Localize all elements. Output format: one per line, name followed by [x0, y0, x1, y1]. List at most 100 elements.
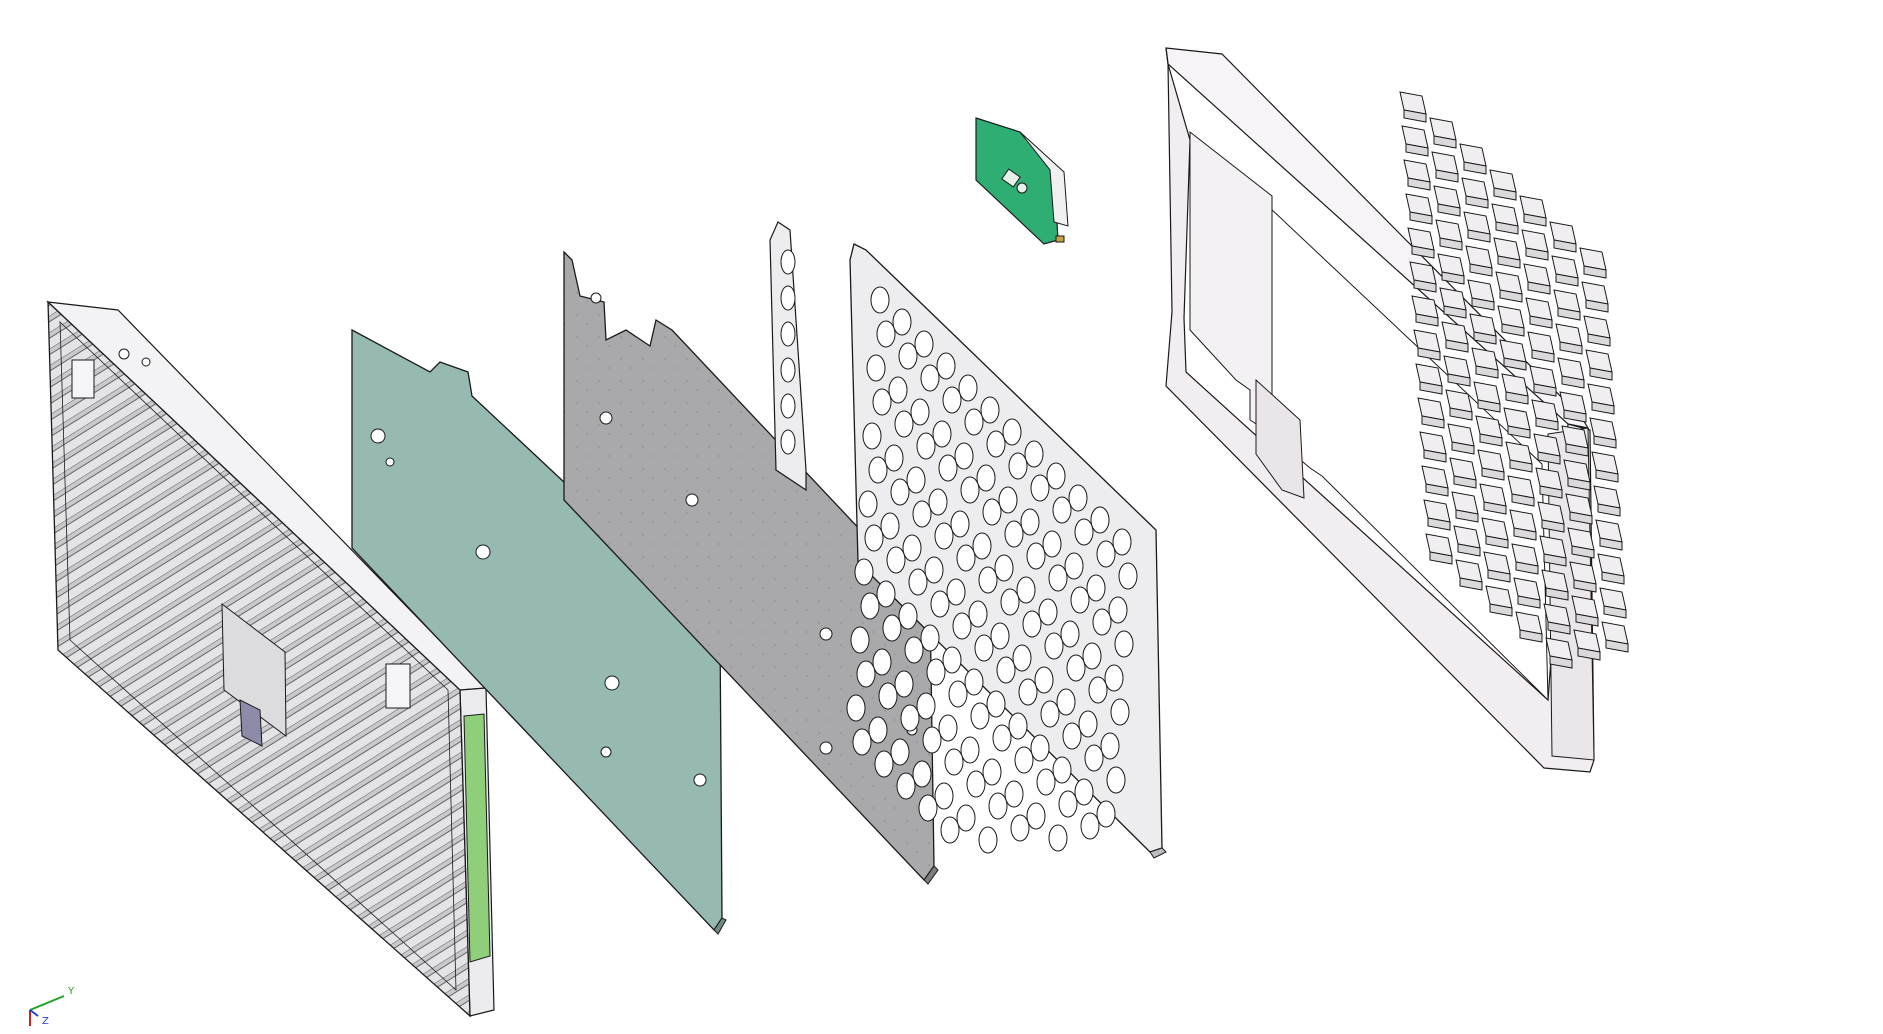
switch-cutout: [1074, 778, 1094, 806]
switch-cutout: [1044, 632, 1064, 660]
switch-cutout: [906, 466, 926, 494]
switch-cutout: [854, 558, 874, 586]
keycap: [1437, 253, 1465, 285]
keycap: [1563, 459, 1591, 491]
keycap: [1549, 221, 1577, 253]
switch-cutout: [780, 357, 796, 383]
daughterboard[interactable]: [975, 117, 1069, 245]
switch-cutout: [1040, 700, 1060, 728]
switch-cutout: [994, 554, 1014, 582]
switch-cutout: [1038, 598, 1058, 626]
keycap: [1491, 203, 1519, 235]
switch-cutout: [936, 352, 956, 380]
switch-cutout: [918, 794, 938, 822]
keycap: [1479, 483, 1507, 515]
switch-cutout: [1026, 542, 1046, 570]
switch-cutout: [920, 624, 940, 652]
switch-cutout: [956, 804, 976, 832]
switch-cutout: [1110, 698, 1130, 726]
switch-cutout: [872, 388, 892, 416]
keycap: [1405, 193, 1433, 225]
switch-cutout: [1026, 802, 1046, 830]
switch-cutout: [780, 429, 796, 455]
daughterboard-connector: [1019, 131, 1069, 227]
switch-cutout: [976, 464, 996, 492]
switch-cutout: [1014, 746, 1034, 774]
keycap: [1445, 389, 1473, 421]
keycap: [1503, 407, 1531, 439]
top-frame[interactable]: [1165, 47, 1595, 773]
keycap: [1441, 321, 1469, 353]
switch-cutout: [914, 330, 934, 358]
keycap: [1451, 491, 1479, 523]
switch-cutout: [1024, 440, 1044, 468]
keycap: [1399, 91, 1427, 123]
keycap: [1401, 125, 1429, 157]
keycap: [1553, 289, 1581, 321]
switch-cutout: [860, 592, 880, 620]
keycap: [1497, 305, 1525, 337]
switch-grid-left-panel: [769, 221, 807, 492]
keycap: [1581, 281, 1609, 313]
switch-cutout: [932, 420, 952, 448]
switch-cutout: [908, 568, 928, 596]
switch-cutout: [858, 490, 878, 518]
switch-cutout: [974, 634, 994, 662]
keycap: [1537, 501, 1565, 533]
keycap: [1509, 509, 1537, 541]
keycap: [1601, 621, 1629, 653]
switch-cutout: [950, 510, 970, 538]
switch-cutout: [1052, 496, 1072, 524]
switch-cutout: [926, 658, 946, 686]
triad-y-label: Y: [67, 986, 75, 997]
keycap-array: [1399, 91, 1629, 669]
switch-cutout: [1114, 630, 1134, 658]
switch-cutout: [934, 782, 954, 810]
keycap: [1519, 195, 1547, 227]
hotswap-pcb[interactable]: [769, 221, 1167, 859]
switch-cutout: [878, 682, 898, 710]
triad-z-label: Z: [42, 1016, 49, 1027]
switch-cutout: [996, 656, 1016, 684]
switch-cutout: [1068, 484, 1088, 512]
keycap: [1469, 313, 1497, 345]
switch-cutout: [968, 600, 988, 628]
switch-cutout: [1064, 552, 1084, 580]
switch-cutout: [1048, 564, 1068, 592]
switch-cutout: [1036, 768, 1056, 796]
switch-cutout: [780, 285, 796, 311]
keycap: [1507, 475, 1535, 507]
switch-cutout: [978, 826, 998, 854]
switch-cutout: [960, 476, 980, 504]
switch-cutout: [892, 308, 912, 336]
switch-cutout: [888, 376, 908, 404]
keycap: [1557, 357, 1585, 389]
keycaps[interactable]: [1399, 91, 1629, 669]
switch-cutout: [780, 393, 796, 419]
keycap: [1559, 391, 1587, 423]
switch-cutout: [1048, 824, 1068, 852]
keycap: [1409, 261, 1437, 293]
switch-cutout: [942, 646, 962, 674]
switch-cutout: [956, 544, 976, 572]
switch-cutout: [986, 690, 1006, 718]
keycap: [1591, 451, 1619, 483]
switch-cutout: [992, 724, 1012, 752]
switch-cutout: [916, 432, 936, 460]
keycap: [1411, 295, 1439, 327]
keycap: [1465, 245, 1493, 277]
keycap: [1493, 237, 1521, 269]
switch-cutout: [846, 694, 866, 722]
keycap: [1481, 517, 1509, 549]
keycap: [1485, 585, 1513, 617]
switch-cutout: [938, 714, 958, 742]
switch-cutout: [1108, 596, 1128, 624]
keycap: [1589, 417, 1617, 449]
switch-cutout: [902, 534, 922, 562]
keycap: [1413, 329, 1441, 361]
switch-cutout: [1080, 812, 1100, 840]
bottom-case[interactable]: [46, 300, 495, 1018]
keycap: [1429, 117, 1457, 149]
switch-cutout: [1022, 610, 1042, 638]
